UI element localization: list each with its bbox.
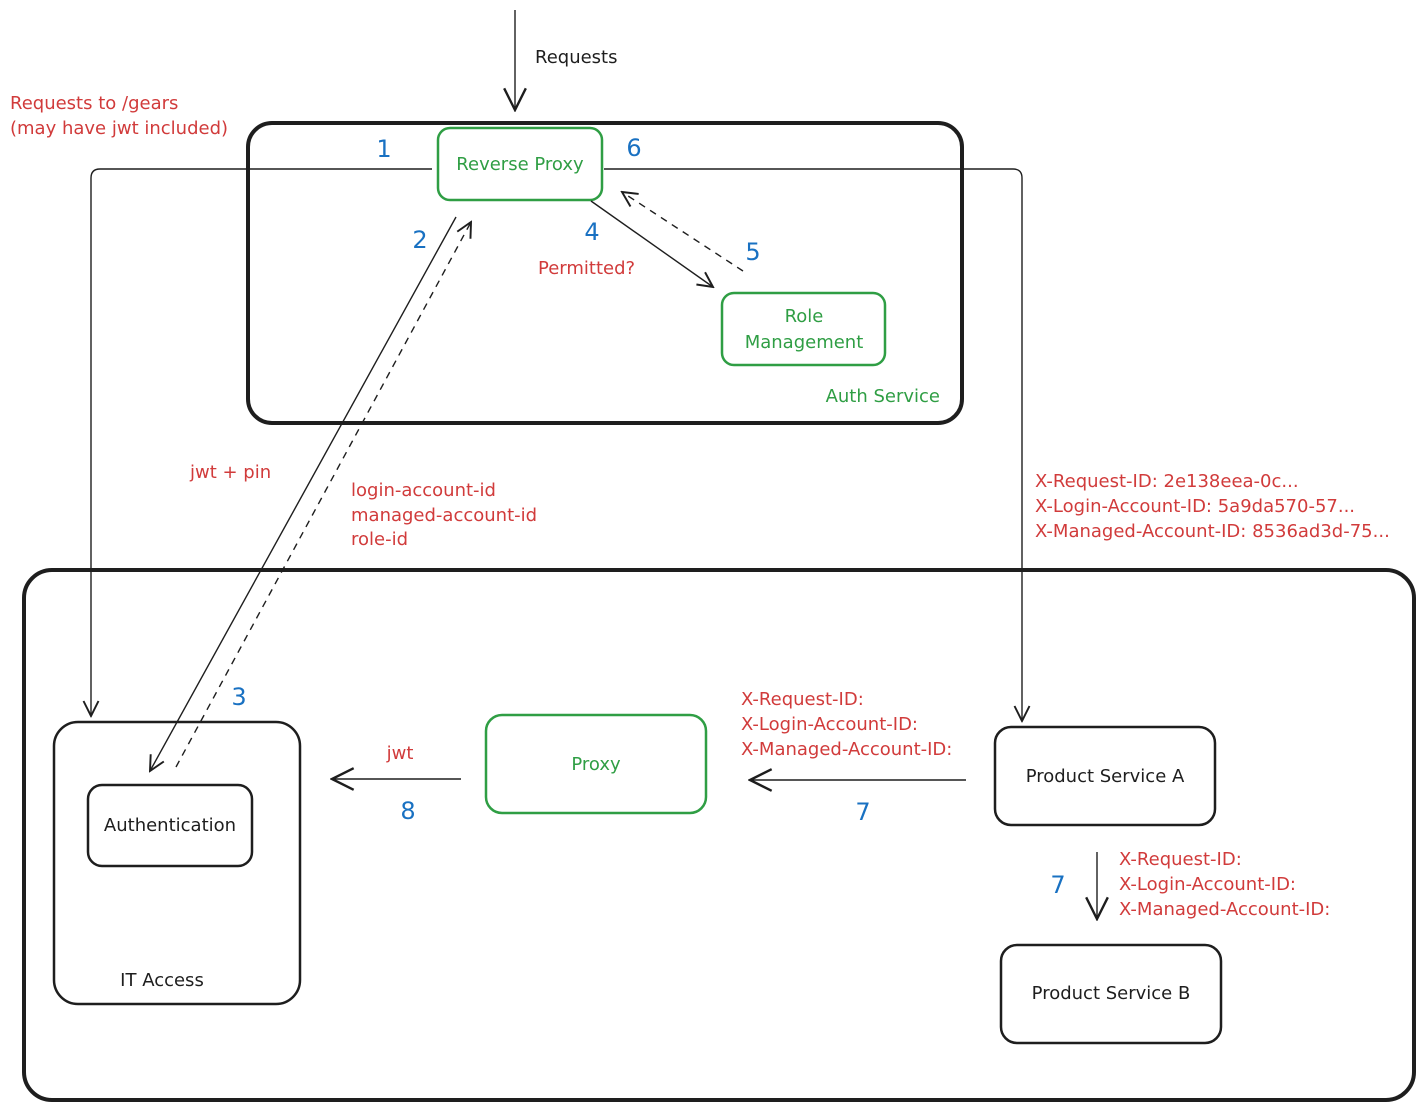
- product-service-b-label: Product Service B: [1032, 983, 1191, 1004]
- backend-container: [22, 568, 1416, 1102]
- product-service-a-label: Product Service A: [1026, 766, 1185, 787]
- step-5: 5: [745, 238, 760, 266]
- reverse-proxy-label: Reverse Proxy: [456, 154, 584, 175]
- permission-result-dashed-arrow: [622, 192, 744, 272]
- service-b-header-login-account-id: X-Login-Account-ID:: [1119, 874, 1296, 895]
- step-3: 3: [231, 683, 246, 711]
- auth-service-container: [246, 121, 964, 425]
- auth-response-line2: managed-account-id: [351, 505, 537, 526]
- step-1: 1: [376, 135, 391, 163]
- step-6: 6: [626, 134, 641, 162]
- step-4: 4: [584, 218, 599, 246]
- jwt-pin-label: jwt + pin: [189, 462, 271, 483]
- forwarded-header-login-account-id: X-Login-Account-ID: 5a9da570-57...: [1035, 496, 1355, 517]
- auth-response-line3: role-id: [351, 529, 408, 550]
- role-management-box: Role Management: [720, 291, 887, 367]
- gears-note-line1: Requests to /gears: [10, 93, 178, 114]
- product-service-b-box: Product Service B: [999, 943, 1223, 1045]
- forwarded-header-request-id: X-Request-ID: 2e138eea-0c...: [1035, 471, 1299, 492]
- authentication-label: Authentication: [104, 815, 236, 836]
- auth-service-label: Auth Service: [826, 386, 940, 407]
- gears-to-it-access-arrow: [91, 168, 432, 716]
- auth-response-line1: login-account-id: [351, 480, 496, 501]
- step-2: 2: [412, 226, 427, 254]
- step-7-proxy: 7: [855, 798, 870, 826]
- permission-check-arrow: [590, 200, 713, 287]
- jwt-pin-to-authentication-arrow: [150, 216, 457, 771]
- forwarded-header-managed-account-id: X-Managed-Account-ID: 8536ad3d-75...: [1035, 521, 1390, 542]
- step-8: 8: [400, 797, 415, 825]
- proxy-to-product-service-arrow: [604, 168, 1022, 721]
- role-management-label-line2: Management: [745, 332, 864, 353]
- reverse-proxy-box: Reverse Proxy: [436, 126, 604, 202]
- proxy-header-request-id: X-Request-ID:: [741, 689, 864, 710]
- role-management-label-line1: Role: [785, 306, 824, 327]
- gears-note-line2: (may have jwt included): [10, 118, 228, 139]
- proxy-header-login-account-id: X-Login-Account-ID:: [741, 714, 918, 735]
- service-b-header-managed-account-id: X-Managed-Account-ID:: [1119, 899, 1330, 920]
- service-b-header-request-id: X-Request-ID:: [1119, 849, 1242, 870]
- proxy-box: Proxy: [484, 713, 708, 815]
- proxy-label: Proxy: [571, 754, 621, 775]
- step-7-service-b: 7: [1050, 871, 1065, 899]
- requests-label: Requests: [535, 47, 618, 68]
- authentication-box: Authentication: [86, 783, 254, 868]
- proxy-header-managed-account-id: X-Managed-Account-ID:: [741, 739, 952, 760]
- it-access-label: IT Access: [120, 970, 204, 991]
- jwt-label: jwt: [386, 743, 414, 764]
- product-service-a-box: Product Service A: [993, 725, 1217, 827]
- permitted-label: Permitted?: [538, 258, 635, 279]
